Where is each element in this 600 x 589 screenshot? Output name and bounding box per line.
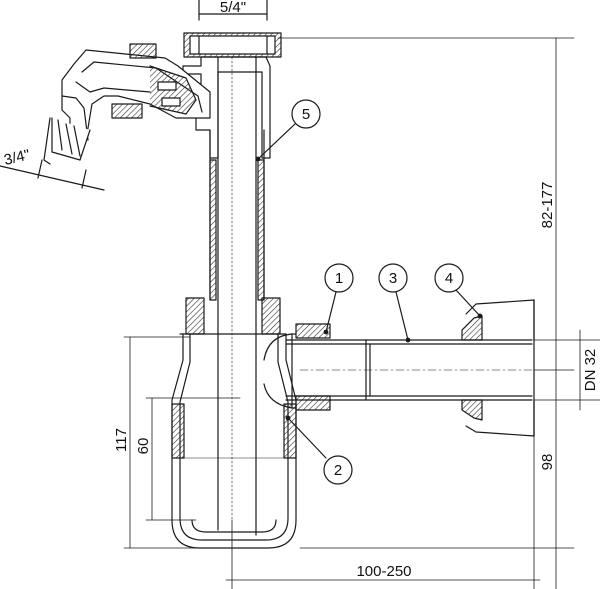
dim-height-60-text: 60 [135,438,152,455]
dim-right [277,37,600,589]
dim-height-98-text: 98 [539,454,556,471]
dim-top-thread-text: 5/4" [220,0,246,16]
callout-circle-5 [291,99,321,129]
callout-2: 2 [334,462,342,479]
bottle-trap-bowl [171,333,297,549]
dim-side-connector [0,159,105,191]
dim-height-117-text: 117 [113,428,130,452]
callout-circle-3 [378,263,408,293]
callout-3: 3 [389,270,397,287]
dim-total-height-text: 82-177 [539,182,556,229]
dim-side-connector-text: 3/4" [2,146,31,168]
wall-rosette [461,299,535,437]
side-connector [43,43,211,165]
dim-top-thread [198,0,268,21]
callout-circle-2 [323,455,353,485]
horizontal-pipe [285,339,533,401]
callout-5: 5 [302,106,310,123]
top-nut [183,32,282,58]
outlet-elbow [263,323,331,411]
dim-left [123,336,241,549]
callout-circle-1 [324,263,354,293]
tube-coupling [179,297,287,335]
callout-1: 1 [335,270,343,287]
callout-circle-4 [434,263,464,293]
dim-bottom [225,435,541,589]
vertical-tube [209,56,265,536]
callout-4: 4 [445,270,453,287]
dim-horizontal-length-text: 100-250 [356,563,411,580]
dim-outlet-dn-text: DN 32 [582,349,599,392]
